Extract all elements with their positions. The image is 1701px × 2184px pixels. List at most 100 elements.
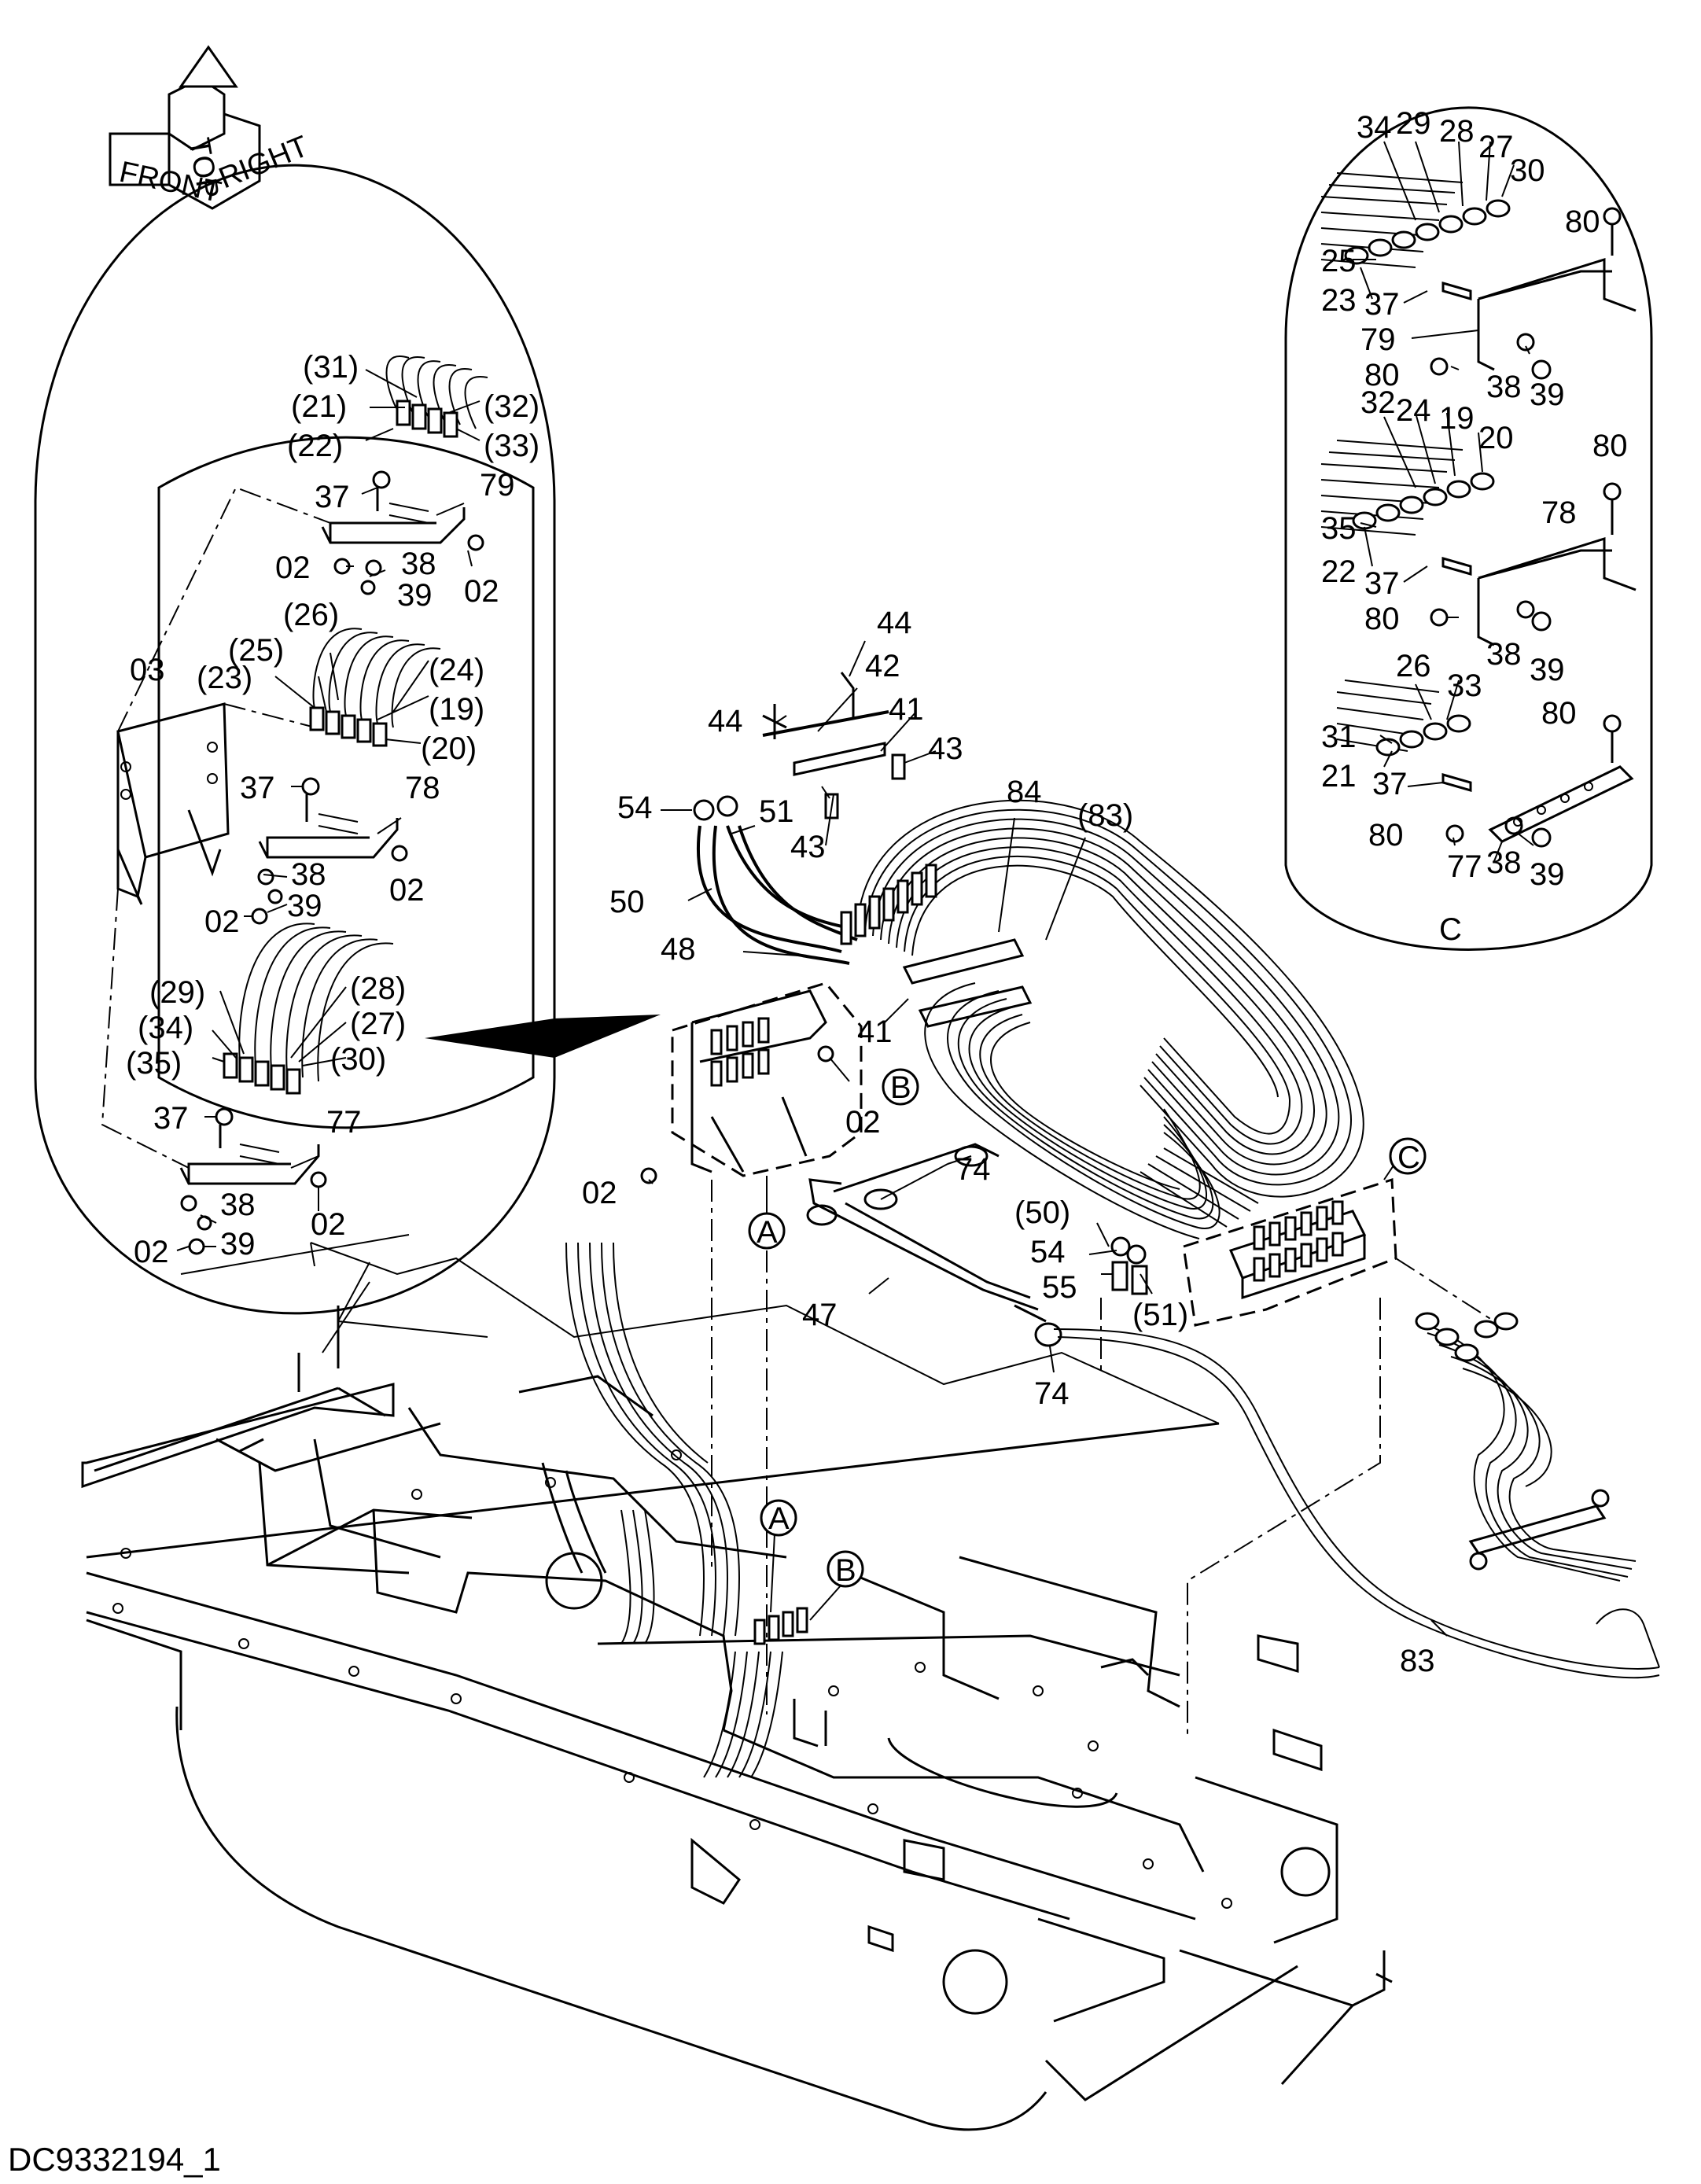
label-c-39-bottom: 39 [1530,857,1565,892]
label-a-33: (33) [484,429,539,463]
label-a-31: (31) [303,350,359,385]
label-44-left: 44 [708,704,743,738]
label-c-80-top-right: 80 [1565,204,1600,239]
detail-c-hose-group-bottom [1336,680,1634,848]
label-c-31: 31 [1321,720,1357,754]
label-c-80-bottom-left: 80 [1368,818,1404,853]
label-c-28: 28 [1439,114,1475,149]
label-44-top: 44 [877,606,912,640]
label-41-bottom: 41 [857,1015,893,1049]
label-a-26: (26) [283,598,339,632]
label-c-24: 24 [1396,393,1431,428]
label-a-02-top-left: 02 [275,551,311,585]
fitting-cluster-left [840,864,1033,1028]
label-c-29: 29 [1396,106,1431,141]
label-a-21: (21) [291,389,347,424]
label-a-38-top: 38 [401,547,436,581]
label-a-30: (30) [330,1042,386,1077]
detail-c-hose-group-top [1320,172,1637,380]
label-02-left: 02 [582,1176,617,1210]
detail-a-box: A B [640,982,919,1250]
label-a-79: 79 [480,468,515,503]
label-c-33: 33 [1447,668,1482,703]
label-a-02-bottom-right: 02 [311,1207,346,1242]
detail-a-marker-main: A [757,1215,778,1250]
label-83-paren: (83) [1077,798,1133,833]
label-a-77: 77 [326,1105,362,1140]
label-43-right: 43 [928,731,963,766]
label-a-27: (27) [350,1007,406,1041]
main-assembly: A B [582,606,1660,1738]
label-c-78: 78 [1541,495,1577,530]
label-a-29: (29) [149,975,205,1010]
label-c-80-top-left: 80 [1364,358,1400,392]
label-a-37-middle: 37 [240,771,275,805]
label-c-37-top: 37 [1364,287,1400,322]
label-c-80-middle-right: 80 [1592,429,1628,463]
label-c-80-middle-left: 80 [1364,602,1400,636]
label-c-35: 35 [1321,511,1357,546]
label-83: 83 [1400,1644,1435,1678]
detail-a-capsule: (31) (21) (22) (32) (33) 37 79 02 38 39 … [34,164,661,1315]
detail-b-marker-frame: B [835,1553,856,1588]
label-54-top: 54 [617,790,653,825]
label-a-22: (22) [287,429,343,463]
label-c-34: 34 [1357,110,1392,145]
label-74-top: 74 [955,1152,991,1187]
detail-c-box: C [1140,1137,1427,1327]
detail-c-hose-group-middle [1320,440,1637,646]
label-a-32: (32) [484,389,539,424]
label-c-26: 26 [1396,649,1431,683]
label-a-02-middle-right: 02 [389,873,425,908]
label-c-22: 22 [1321,554,1357,589]
detail-b-marker-main: B [890,1070,911,1105]
label-a-20: (20) [421,731,477,766]
detail-a-marker-frame: A [768,1501,790,1536]
label-c-77: 77 [1447,849,1482,884]
label-a-02-top-right: 02 [464,574,499,609]
label-c-19: 19 [1439,401,1475,436]
hose-bundle-loops [856,799,1364,1239]
label-c-39-middle: 39 [1530,653,1565,687]
label-a-02-middle-left: 02 [204,904,240,939]
label-a-37-bottom: 37 [153,1101,189,1136]
label-a-37-top: 37 [315,480,350,514]
detail-a-hose-group-bottom [179,923,394,1255]
label-c-79: 79 [1360,322,1396,357]
label-02-right: 02 [845,1105,881,1140]
label-a-78: 78 [405,771,440,805]
label-43-left: 43 [790,830,826,864]
label-c-80-bottom-right: 80 [1541,696,1577,731]
label-c-23: 23 [1321,283,1357,318]
label-54-bottom: 54 [1030,1235,1066,1269]
label-41-top: 41 [889,692,924,727]
label-a-39-bottom: 39 [220,1227,256,1261]
drawing-id: DC9332194_1 [8,2141,221,2178]
label-c-21: 21 [1321,759,1357,794]
hose-tails-right [1415,1312,1637,1582]
label-a-34: (34) [138,1011,193,1045]
label-47: 47 [802,1298,838,1332]
label-48: 48 [661,932,696,967]
label-a-38-bottom: 38 [220,1188,256,1222]
label-42: 42 [865,649,900,683]
label-c-38-top: 38 [1486,370,1522,404]
label-51-top: 51 [759,794,794,829]
base-frame: A B [81,1234,1393,2131]
label-a-35: (35) [126,1046,182,1081]
label-a-39-middle: 39 [287,889,322,923]
label-a-03: 03 [130,653,165,687]
label-c-25: 25 [1321,244,1357,278]
label-c-38-middle: 38 [1486,637,1522,672]
label-c-37-middle: 37 [1364,566,1400,601]
label-c-20: 20 [1478,421,1514,455]
label-c-30: 30 [1510,153,1545,188]
label-c-38-bottom: 38 [1486,845,1522,880]
label-a-24: (24) [429,653,484,687]
label-50-paren: (50) [1014,1195,1070,1230]
label-50-top: 50 [609,885,645,919]
label-a-25: (25) [228,633,284,668]
label-c-32: 32 [1360,385,1396,420]
detail-c-title: C [1439,912,1462,947]
